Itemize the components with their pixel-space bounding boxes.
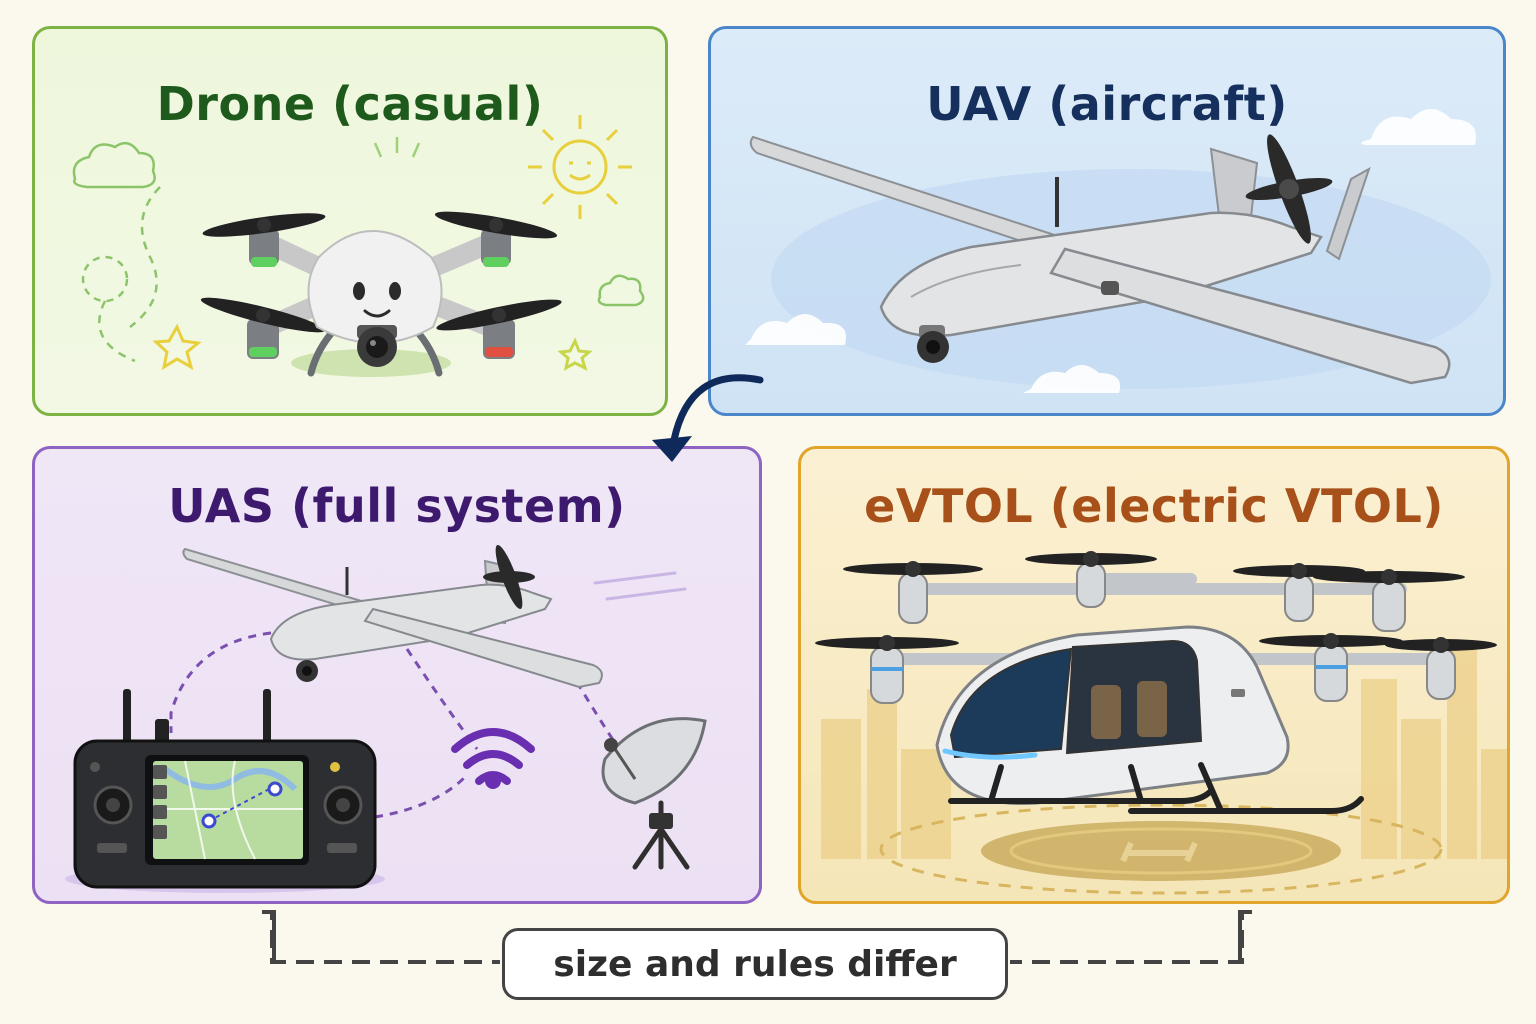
- air-taxi-icon: [815, 551, 1497, 814]
- uas-panel: UAS (full system): [32, 446, 762, 904]
- quadcopter-icon: [72, 115, 645, 377]
- uav-panel-title: UAV (aircraft): [926, 77, 1288, 131]
- evtol-illustration: [815, 551, 1507, 895]
- drone-panel-title: Drone (casual): [156, 77, 544, 131]
- uav-panel: UAV (aircraft): [708, 26, 1506, 416]
- drone-panel: Drone (casual): [32, 26, 668, 416]
- satellite-dish-icon: [601, 717, 707, 870]
- city-skyline-icon: [821, 649, 1507, 859]
- evtol-panel-title: eVTOL (electric VTOL): [864, 479, 1444, 533]
- helipad-icon: [879, 803, 1443, 895]
- uas-illustration: [65, 544, 707, 893]
- ground-controller-icon: [65, 689, 385, 893]
- evtol-panel: eVTOL (electric VTOL): [798, 446, 1510, 904]
- uas-panel-title: UAS (full system): [168, 479, 626, 533]
- fixed-wing-drone-icon: [745, 109, 1491, 393]
- footer-label: size and rules differ: [502, 928, 1008, 1000]
- fixed-wing-drone-icon: [182, 544, 603, 689]
